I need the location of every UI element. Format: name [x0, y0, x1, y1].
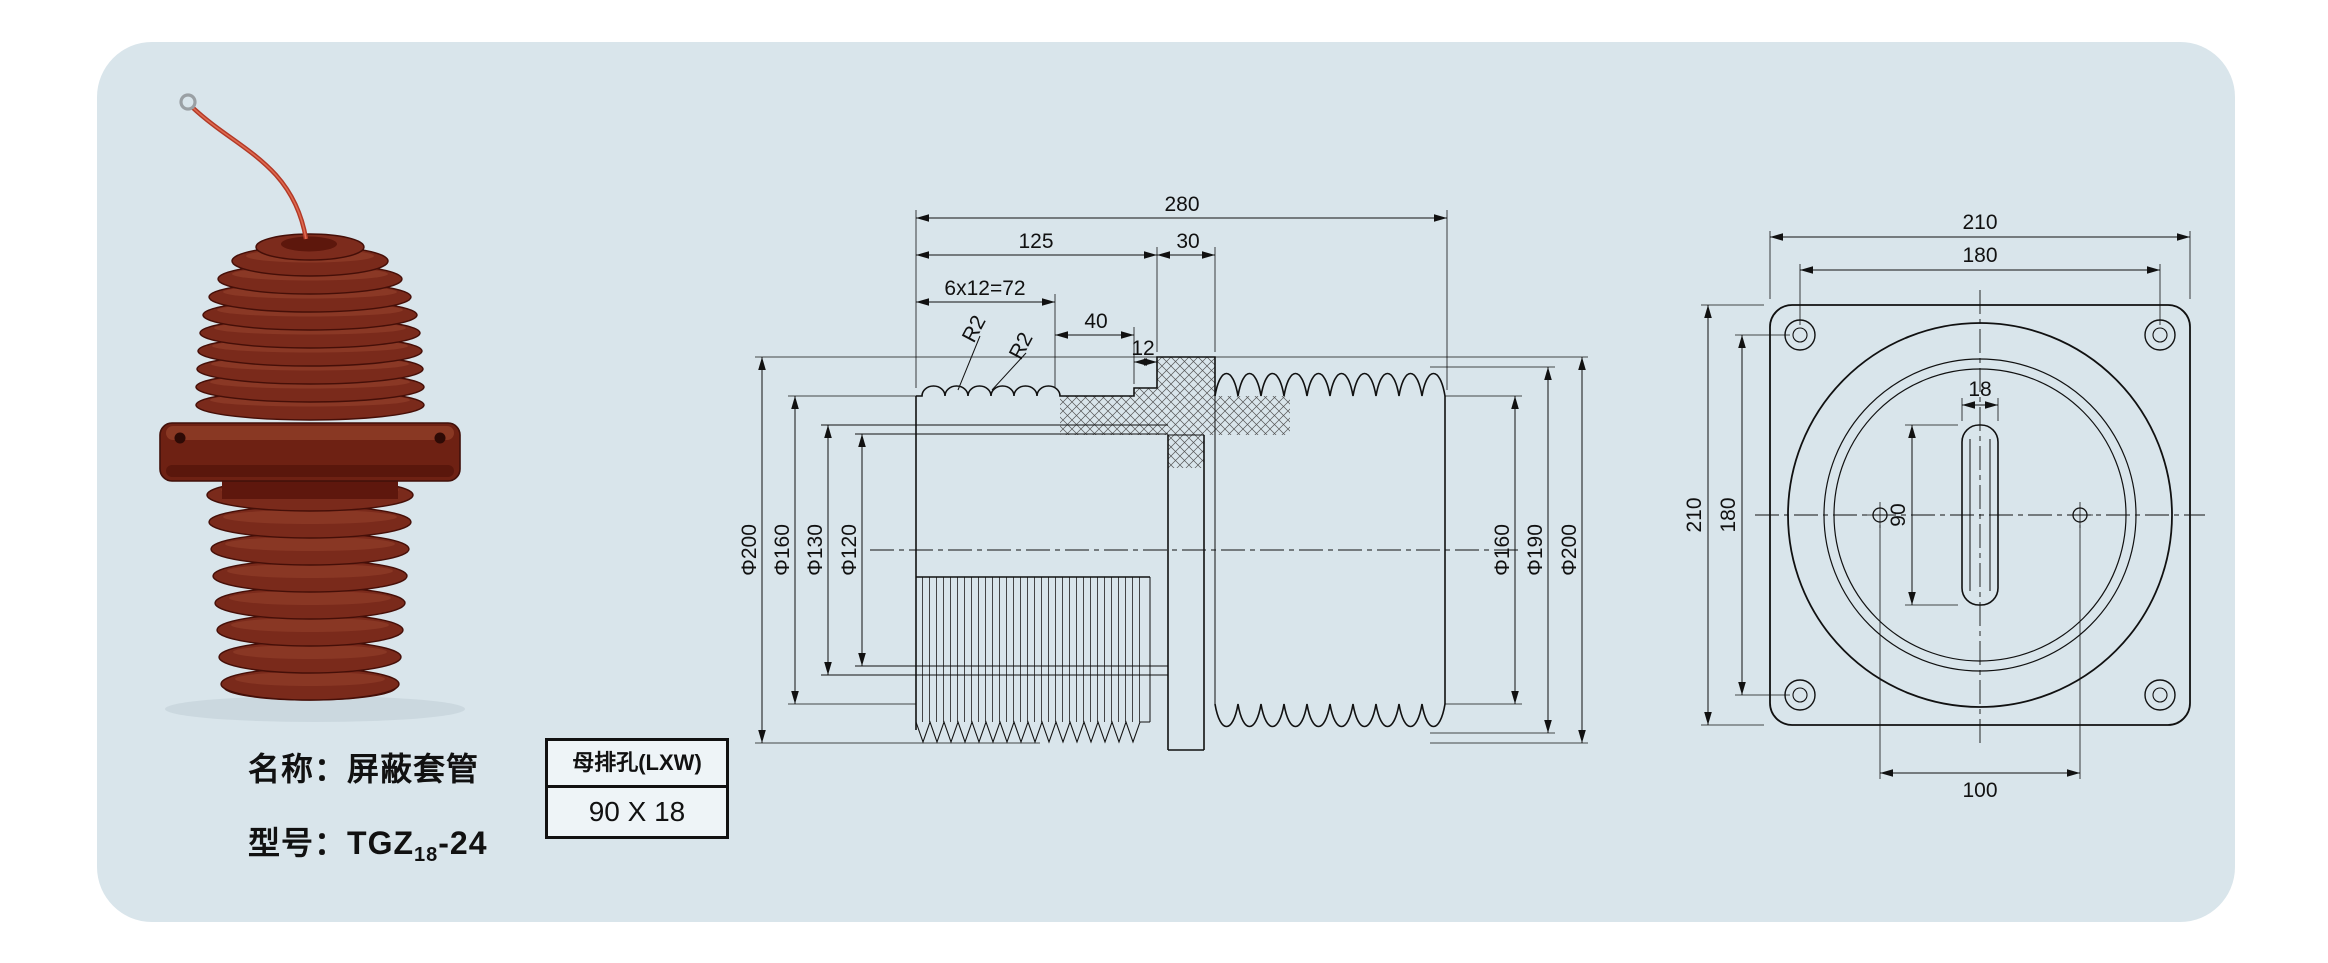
product-wire	[179, 93, 309, 240]
model-prefix: 型号：	[248, 825, 348, 861]
corner-bolt-hole	[1792, 327, 1808, 343]
front-centerlines	[1755, 290, 2205, 743]
product-bellows	[195, 245, 425, 421]
product-model-label: 型号：TGZ18-24	[248, 818, 488, 867]
product-shadow	[165, 696, 465, 722]
dim-pitch: 6x12=72	[944, 277, 1025, 300]
section-dimension-lines	[758, 214, 1586, 743]
dim-125: 125	[1018, 230, 1053, 253]
dim-90: 90	[1887, 503, 1910, 526]
front-view-drawing: 210 180 210 180 100 18 90	[1683, 211, 2205, 802]
radius-r2-a: R2	[958, 312, 991, 347]
corner-bolt-hole	[2152, 327, 2168, 343]
corner-bolt-hole	[1792, 687, 1808, 703]
section-extension-lines	[755, 210, 1588, 744]
busbar-hole-table: 母排孔(LXW) 90 X 18	[545, 738, 729, 839]
wire-terminal-ring	[179, 93, 197, 111]
background-panel	[97, 42, 2235, 922]
front-dimension-labels: 210 180 210 180 100 18 90	[1683, 211, 1998, 802]
product-name-label: 名称：屏蔽套管	[248, 744, 479, 790]
busbar-hole-value: 90 X 18	[588, 796, 686, 827]
corner-bolt-hole	[2152, 687, 2168, 703]
dia-190: Φ190	[1524, 524, 1547, 576]
front-extension-lines	[1701, 231, 2191, 779]
dim-180-top: 180	[1962, 244, 1997, 267]
product-flange	[159, 422, 461, 482]
radius-r2-b: R2	[1005, 329, 1038, 364]
product-top-cap	[255, 233, 365, 261]
thread-lines	[918, 577, 1146, 722]
model-main: TGZ	[347, 825, 414, 861]
model-suffix: -24	[438, 825, 488, 861]
busbar-hole-header: 母排孔(LXW)	[548, 741, 726, 788]
model-subscript: 18	[414, 844, 439, 866]
dim-18: 18	[1968, 378, 1991, 401]
section-hatch-stem	[1168, 435, 1204, 468]
bore-lines	[821, 424, 1168, 676]
dia-120: Φ120	[838, 524, 861, 576]
product-name-text: 名称：屏蔽套管	[248, 751, 480, 787]
dia-160-left: Φ160	[771, 524, 794, 576]
dim-12: 12	[1131, 337, 1154, 360]
dia-200-right: Φ200	[1558, 524, 1581, 576]
dim-30: 30	[1176, 230, 1199, 253]
section-view-drawing: 280 125 30 6x12=72 40 12 R2 R2 Φ200 Φ160…	[738, 193, 1588, 751]
dim-100: 100	[1962, 779, 1997, 802]
flange-hole-right	[434, 432, 446, 444]
dim-280: 280	[1164, 193, 1199, 216]
dim-180-left: 180	[1717, 497, 1740, 532]
dim-210-top: 210	[1962, 211, 1997, 234]
corner-bolt-hole	[2144, 679, 2176, 711]
product-photo	[159, 93, 465, 722]
dia-200-left: Φ200	[738, 524, 761, 576]
flange-hole-left	[174, 432, 186, 444]
product-thread-section	[206, 478, 414, 701]
dim-40: 40	[1084, 310, 1107, 333]
section-hatch	[1060, 357, 1290, 435]
front-dimension-lines	[1704, 233, 2190, 777]
dia-130: Φ130	[804, 524, 827, 576]
dim-210-left: 210	[1683, 497, 1706, 532]
dia-160-right: Φ160	[1491, 524, 1514, 576]
